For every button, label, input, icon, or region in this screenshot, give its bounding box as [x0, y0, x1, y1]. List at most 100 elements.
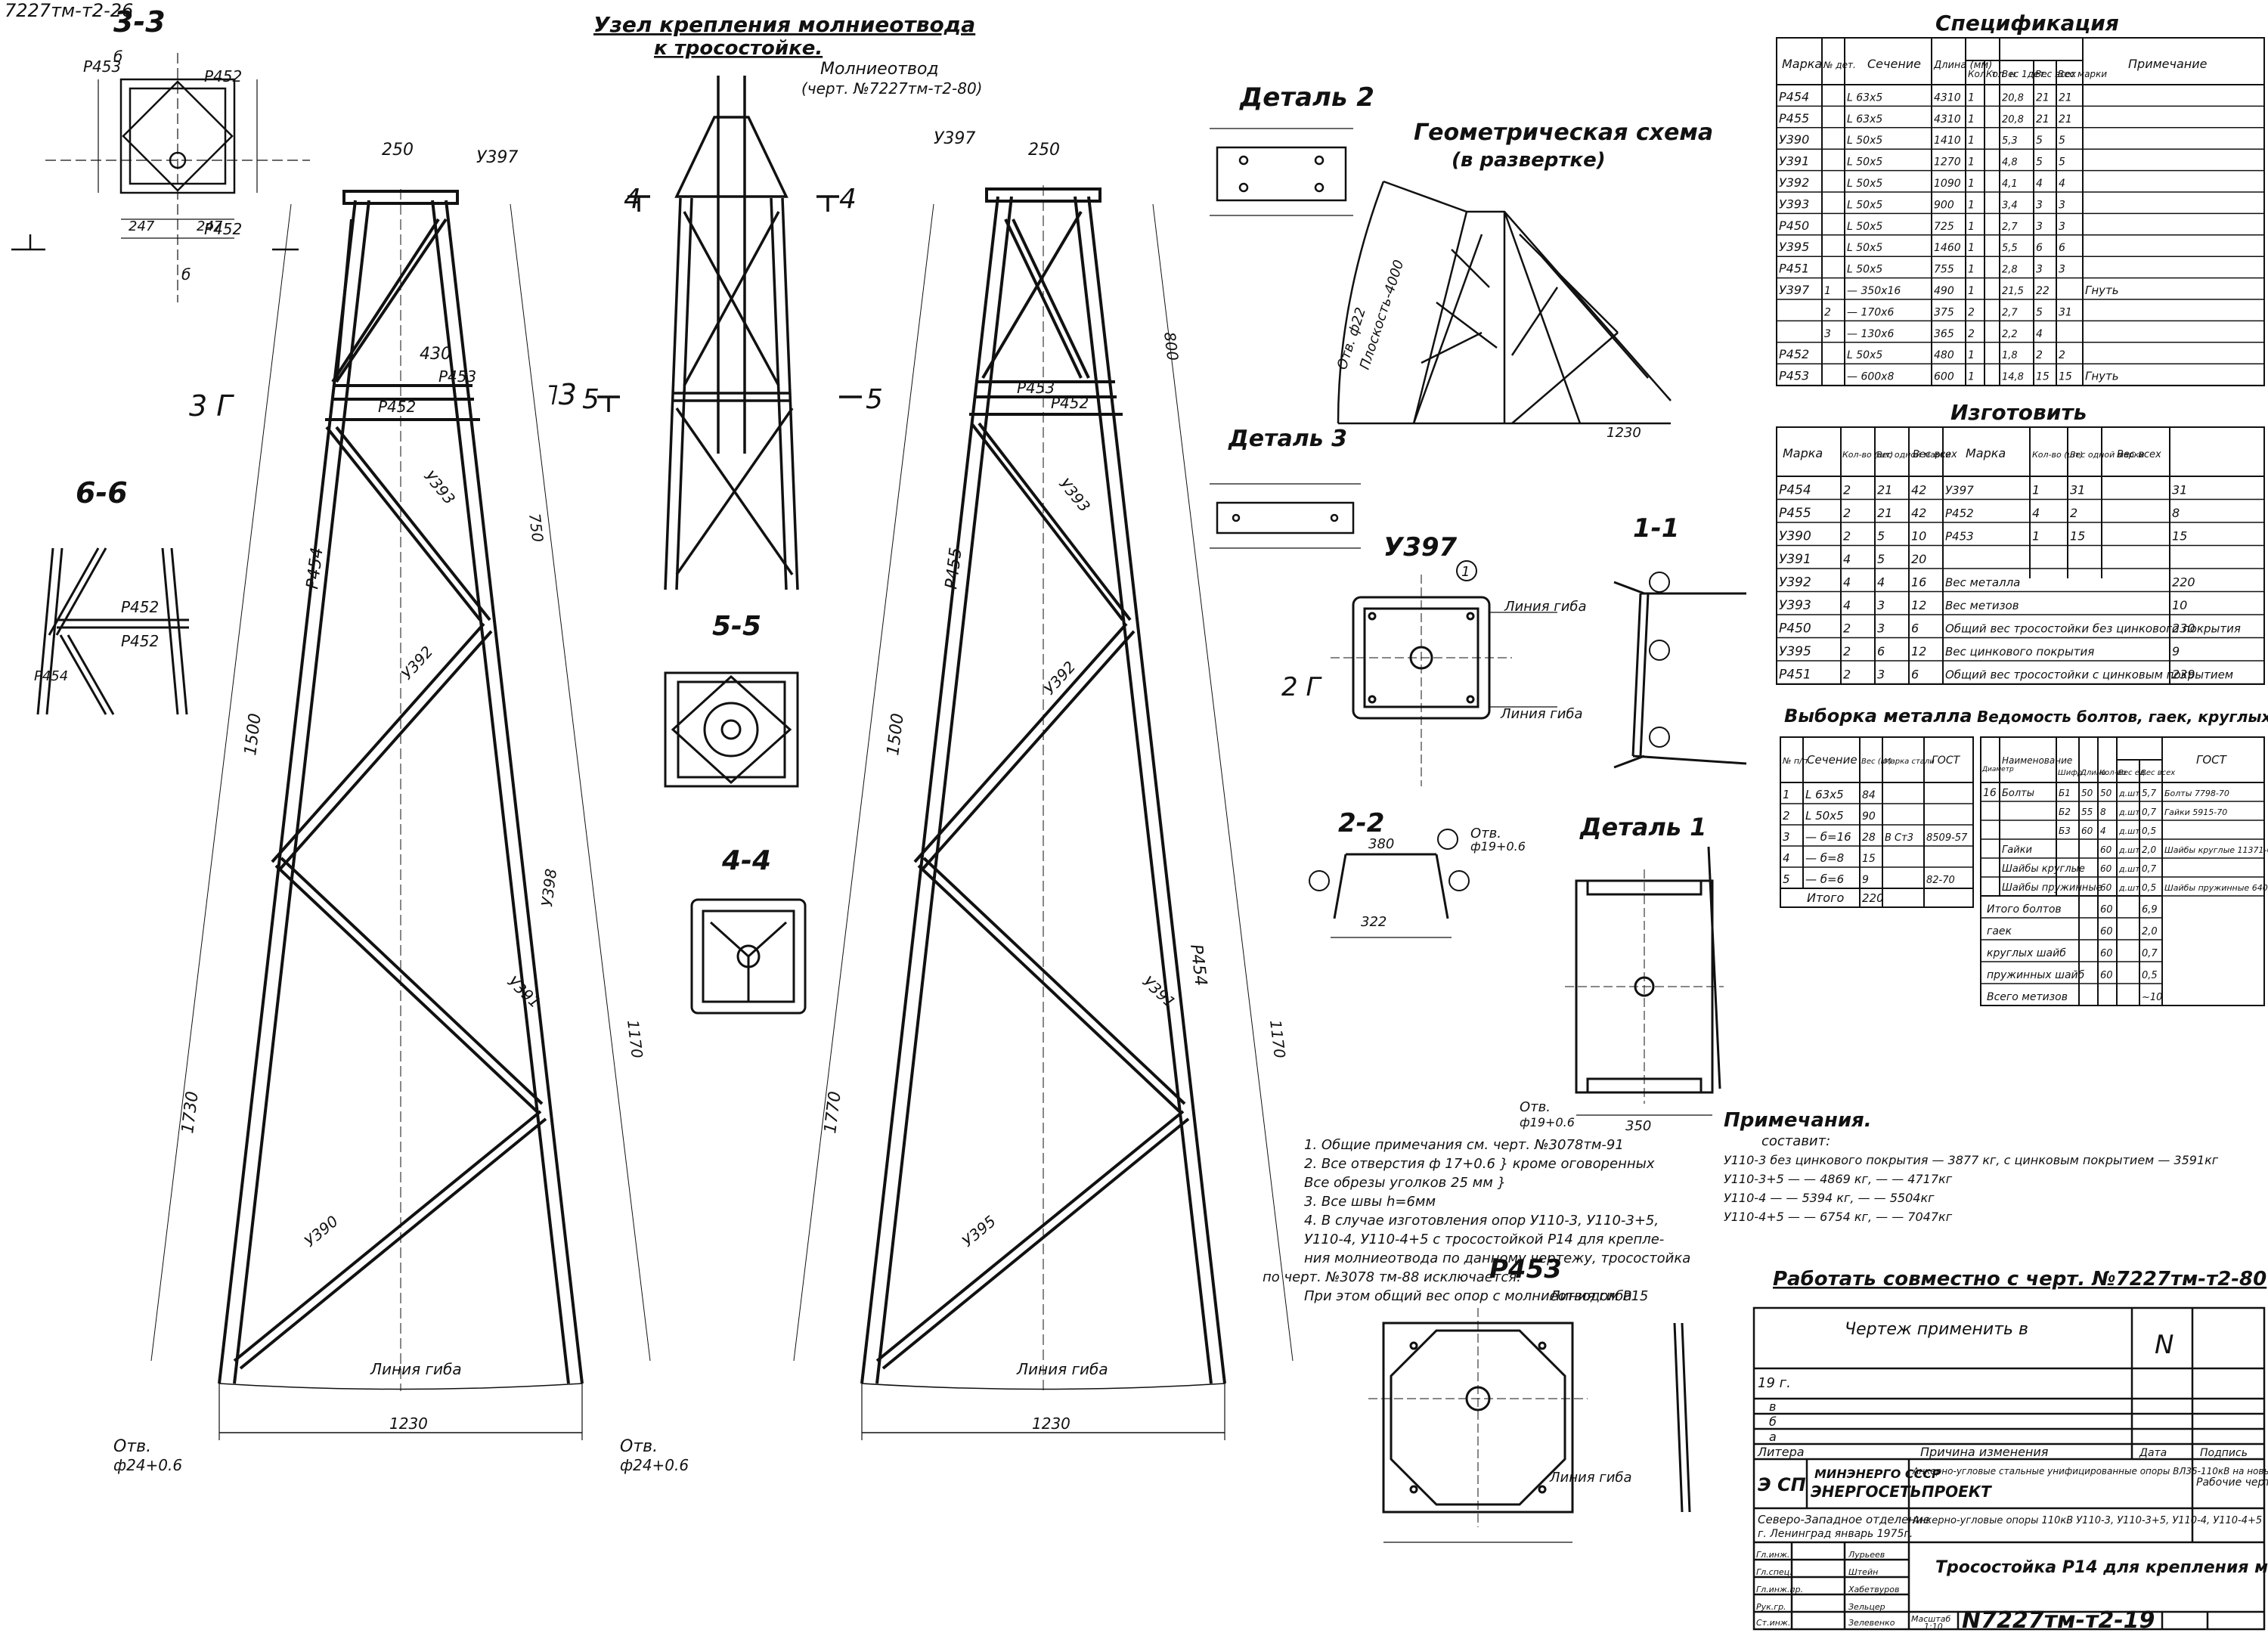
table-cell: Р454 — [1779, 89, 1809, 104]
table-cell: 2 — [1968, 306, 1975, 318]
note-line-6: У110-4, У110-4+5 с тросостойкой Р14 для … — [1304, 1232, 1664, 1247]
table-cell: 1 — [1968, 285, 1975, 297]
table-cell: д.шт — [2118, 864, 2140, 874]
table-cell: 60 — [2100, 970, 2113, 981]
spec-h-part: № дет. — [1823, 60, 1856, 70]
table-cell: 42 — [1911, 483, 1926, 497]
stamp-role-2: Гл.спец. — [1756, 1567, 1792, 1577]
label-p454-left: Р454 — [303, 547, 327, 590]
detail-3-title: Деталь 3 — [1228, 426, 1347, 452]
bolts-h-name: Наименование — [2002, 755, 2072, 766]
composition-3: У110-4 — — 5394 кг, — — 5504кг — [1724, 1191, 1935, 1205]
stamp-row-a: а — [1769, 1430, 1777, 1444]
table-cell: 4 — [2100, 826, 2106, 836]
table-cell: 10 — [2172, 598, 2187, 612]
table-cell: 8 — [2100, 807, 2106, 817]
table-cell: 2 — [2059, 349, 2065, 361]
table-cell: 60 — [2100, 844, 2112, 855]
section-2-2-drawing — [1309, 829, 1470, 938]
table-cell: 2 — [2036, 349, 2043, 361]
table-cell: Шайбы круглые — [2002, 863, 2085, 875]
table-cell: 1 — [1968, 178, 1975, 190]
table-cell: Шайбы круглые 11371-68 — [2164, 845, 2268, 855]
table-cell: L 50x5 — [1847, 264, 1882, 276]
fab-h-wall2: Вес всех — [2117, 449, 2161, 460]
table-cell: 1 — [2032, 483, 2040, 497]
table-cell: 230 — [2172, 621, 2195, 636]
composition-2: У110-3+5 — — 4869 кг, — — 4717кг — [1724, 1172, 1953, 1186]
table-cell: 1270 — [1934, 156, 1961, 169]
note-line-3: Все обрезы уголков 25 мм } — [1304, 1175, 1506, 1191]
bolts-h-dia: Диаметр — [1981, 766, 2014, 773]
table-cell: 1 — [1968, 91, 1975, 104]
table-cell: Шайбы пружинные — [2002, 882, 2102, 894]
spec-h-note: Примечание — [2128, 57, 2208, 71]
bolts-headers: Диаметр Наименование Шифр Длина Кол-во В… — [1981, 753, 2228, 777]
label-y392-left: У392 — [398, 643, 437, 683]
table-cell: 1 — [1968, 113, 1975, 125]
stamp-ministry: МИНЭНЕРГО СССР — [1814, 1467, 1941, 1481]
section-3-3-title: 3-3 — [113, 5, 166, 39]
table-cell: 10 — [1911, 529, 1926, 544]
table-cell: 4 — [1843, 575, 1851, 590]
dim-base-right: 1230 — [1032, 1415, 1070, 1433]
table-cell: 21 — [1877, 483, 1892, 497]
table-cell: 60 — [2100, 863, 2112, 874]
stamp-org-short: Э СП — [1758, 1474, 1806, 1495]
mast-elevation-right — [793, 185, 1294, 1440]
table-cell: 84 — [1862, 789, 1876, 801]
table-cell: У390 — [1779, 529, 1811, 544]
stamp-row-v: в — [1769, 1399, 1776, 1414]
detail-2-drawing — [1210, 128, 1353, 216]
table-cell: 9 — [2172, 644, 2180, 658]
dim-430: 430 — [420, 345, 451, 364]
table-cell: 3 — [2036, 221, 2043, 233]
table-cell: Б2 — [2059, 807, 2071, 817]
bolts-h-wall: Вес всех — [2141, 769, 2175, 777]
fab-h-qty2: Кол-во (шт) — [2032, 450, 2083, 460]
label-p452b-3-3: Р452 — [204, 220, 242, 238]
metal-table — [1780, 736, 1974, 908]
table-cell: L 50x5 — [1847, 199, 1882, 211]
hole-dia-22: ф19+0.6 — [1470, 839, 1526, 854]
table-cell: — б=8 — [1805, 851, 1844, 865]
table-cell: L 50x5 — [1805, 809, 1844, 823]
table-cell: Б1 — [2059, 788, 2071, 798]
table-cell: 4310 — [1934, 91, 1961, 104]
stamp-name-2: Штейн — [1848, 1567, 1878, 1577]
table-cell: У391 — [1779, 552, 1811, 567]
table-cell: 3 — [1824, 328, 1831, 340]
section-mark-5-right: 5 — [866, 384, 883, 415]
p453-title: Р453 — [1489, 1254, 1562, 1284]
spec-h-wall: Вес всех — [2035, 69, 2077, 79]
table-cell: 60 — [2081, 826, 2093, 836]
spec-h-qty-t: Кол. т — [1968, 69, 1997, 79]
table-cell: 1,8 — [2002, 350, 2018, 361]
bolts-title: Ведомость болтов, гаек, круглых и пружин… — [1977, 708, 2268, 726]
p453-line-ground-b: Линия гиба — [1549, 1288, 1632, 1304]
dim-247b: 247 — [197, 218, 223, 234]
table-cell: L 50x5 — [1847, 221, 1882, 233]
table-cell: 4 — [2059, 178, 2065, 190]
table-cell: У397 — [1779, 283, 1810, 297]
section-1-1-drawing — [1613, 572, 1747, 769]
table-cell: У391 — [1779, 154, 1809, 169]
table-cell: 0,7 — [2142, 948, 2158, 959]
table-cell: L 50x5 — [1847, 242, 1882, 254]
table-cell: 0,5 — [2142, 826, 2156, 836]
table-cell: 3 — [2036, 199, 2043, 211]
fab-headers: Марка Кол-во (шт) Вес одной марки Вес вс… — [1783, 446, 2161, 460]
note-line-4: 3. Все швы h=6мм — [1304, 1194, 1436, 1210]
note-line-7: ния молниеотвода по данному чертежу, тро… — [1304, 1250, 1690, 1266]
table-cell: 16 — [1911, 575, 1926, 590]
note-line-1: 1. Общие примечания см. черт. №3078тм-91 — [1304, 1137, 1624, 1153]
table-cell: 15 — [2172, 529, 2187, 544]
hole-dia-d1: ф19+0.6 — [1520, 1115, 1575, 1129]
table-cell: Вес цинкового покрытия — [1945, 645, 2094, 658]
table-cell: 4,1 — [2002, 178, 2018, 190]
table-cell: 2,0 — [2142, 844, 2156, 855]
metal-h-weight: Вес (кг) — [1861, 758, 1892, 766]
table-cell: 725 — [1934, 221, 1954, 233]
table-cell: 6,9 — [2142, 904, 2158, 916]
